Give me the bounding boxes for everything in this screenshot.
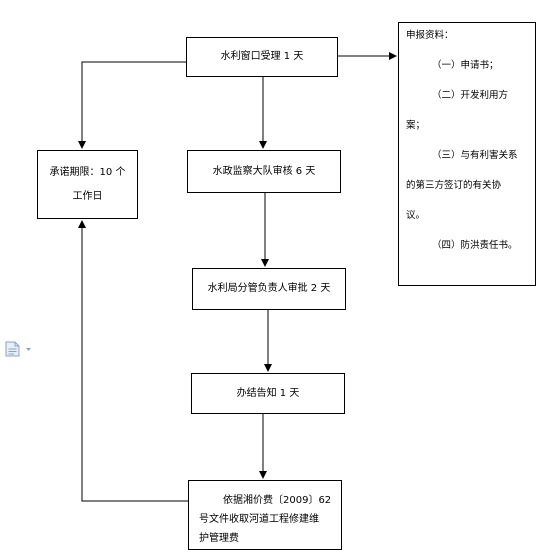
step-fee-collection: 依据湘价费〔2009〕62 号文件收取河道工程修建维 护管理费 [188,480,342,550]
fee-line-2: 号文件收取河道工程修建维 [199,514,319,525]
materials-item-2: （二）开发利用方 [432,90,509,101]
materials-item-2-cont: 案； [406,120,426,131]
document-icon [5,341,31,357]
materials-item-4: （四）防洪责任书。 [432,240,518,251]
materials-title: 申报资料： [406,30,454,41]
step-acceptance: 水利窗口受理 1 天 [186,37,338,77]
materials-item-3-cont-2: 议。 [406,210,426,221]
step-approval: 水利局分管负责人审批 2 天 [192,268,346,310]
deadline-box: 承诺期限：10 个 工作日 [37,150,138,219]
materials-item-3-cont: 的第三方签订的有关协 [406,180,502,191]
step-approval-label: 水利局分管负责人审批 2 天 [207,283,331,294]
step-acceptance-label: 水利窗口受理 1 天 [220,51,304,62]
document-icon-button[interactable] [5,341,35,357]
step-review: 水政监察大队审核 6 天 [187,150,341,193]
arrow-fee-to-deadline [78,220,188,502]
step-notify-label: 办结告知 1 天 [236,387,300,399]
deadline-line-2: 工作日 [72,190,103,202]
fee-line-3: 护管理费 [199,533,239,544]
materials-item-3: （三）与有利害关系 [432,150,518,161]
chevron-down-icon [26,348,31,351]
deadline-line-1: 承诺期限：10 个 [49,166,126,178]
materials-item-1: （一）申请书； [432,60,499,71]
step-review-label: 水政监察大队审核 6 天 [212,165,316,177]
fee-line-1: 依据湘价费〔2009〕62 [223,495,332,506]
arrow-acceptance-to-deadline [78,61,186,149]
step-notify: 办结告知 1 天 [191,373,345,414]
materials-box: 申报资料： （一）申请书； （二）开发利用方 案； （三）与有利害关系 的第三方… [398,22,536,286]
